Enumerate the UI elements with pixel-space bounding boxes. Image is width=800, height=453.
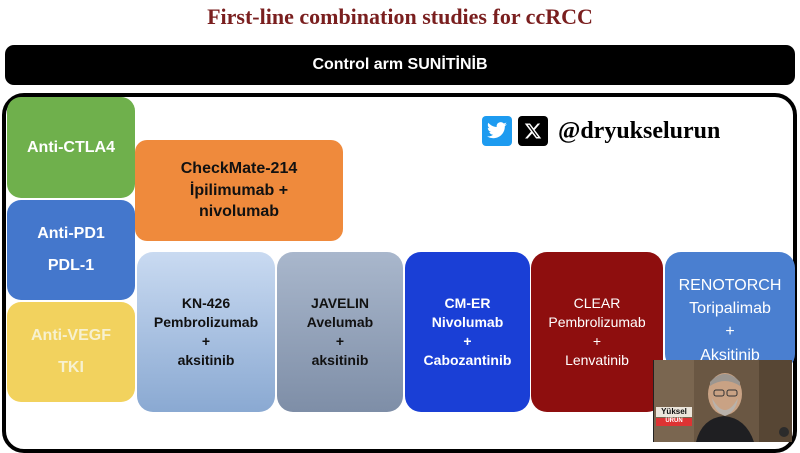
- study-checkmate-214: CheckMate-214 İpilimumab + nivolumab: [135, 140, 343, 241]
- study-javelin-name: JAVELIN: [310, 295, 370, 312]
- study-checkmate-name: CheckMate-214: [180, 160, 298, 178]
- control-arm-label: Control arm SUNİTİNİB: [312, 56, 488, 73]
- study-clear: CLEAR Pembrolizumab + Lenvatinib: [531, 252, 663, 412]
- study-javelin-drug1: Avelumab: [306, 314, 374, 331]
- study-javelin-plus: +: [335, 333, 345, 349]
- study-renotorch: RENOTORCH Toripalimab + Aksitinib: [665, 252, 795, 370]
- slide-title: First-line combination studies for ccRCC: [207, 4, 593, 29]
- class-pdl1-label: PDL-1: [47, 257, 95, 274]
- study-clear-drug2: Lenvatinib: [565, 351, 629, 368]
- class-anti-ctla4: Anti-CTLA4: [7, 97, 135, 198]
- class-anti-pd1: Anti-PD1 PDL-1: [7, 200, 135, 300]
- class-anti-pd1-label: Anti-PD1: [37, 225, 105, 243]
- study-cmer-drug1: Nivolumab: [431, 314, 504, 331]
- study-javelin: JAVELIN Avelumab + aksitinib: [277, 252, 403, 412]
- webcam-name-last: ÜRÜN: [656, 418, 692, 426]
- study-kn426-drug1: Pembrolizumab: [153, 314, 259, 331]
- study-cmer-drug2: Cabozantinib: [423, 351, 512, 368]
- study-renotorch-drug1: Toripalimab: [689, 300, 771, 318]
- control-arm-bar: Control arm SUNİTİNİB: [5, 45, 795, 85]
- study-cm-er: CM-ER Nivolumab + Cabozantinib: [405, 252, 530, 412]
- study-clear-plus: +: [592, 333, 602, 349]
- study-kn-426: KN-426 Pembrolizumab + aksitinib: [137, 252, 275, 412]
- webcam-name-tag: Yüksel ÜRÜN: [656, 407, 692, 427]
- study-cmer-plus: +: [463, 333, 472, 349]
- social-handle: @dryukselurun: [558, 117, 721, 144]
- study-kn426-plus: +: [201, 333, 211, 349]
- study-cmer-name: CM-ER: [444, 295, 491, 312]
- social-handle-group: @dryukselurun: [482, 114, 720, 148]
- study-clear-drug1: Pembrolizumab: [548, 314, 646, 331]
- study-checkmate-drug1: İpilimumab +: [189, 181, 289, 199]
- study-kn426-name: KN-426: [181, 295, 231, 312]
- class-anti-vegf: Anti-VEGF TKI: [7, 302, 135, 402]
- x-logo-icon: [518, 116, 548, 146]
- twitter-bird-icon: [482, 116, 512, 146]
- webcam-name-first: Yüksel: [656, 407, 692, 417]
- study-renotorch-name: RENOTORCH: [678, 277, 782, 294]
- study-kn426-drug2: aksitinib: [177, 351, 235, 368]
- class-anti-ctla4-label: Anti-CTLA4: [27, 138, 115, 156]
- class-tki-label: TKI: [58, 359, 84, 376]
- class-anti-vegf-label: Anti-VEGF: [31, 327, 111, 345]
- webcam-presenter-figure: [654, 360, 792, 442]
- study-javelin-drug2: aksitinib: [311, 351, 369, 368]
- webcam-overlay: Yüksel ÜRÜN: [653, 360, 792, 442]
- study-renotorch-drug2: Aksitinib: [700, 346, 760, 364]
- study-clear-name: CLEAR: [573, 295, 621, 312]
- study-renotorch-plus: +: [725, 323, 735, 341]
- study-checkmate-drug2: nivolumab: [198, 203, 279, 221]
